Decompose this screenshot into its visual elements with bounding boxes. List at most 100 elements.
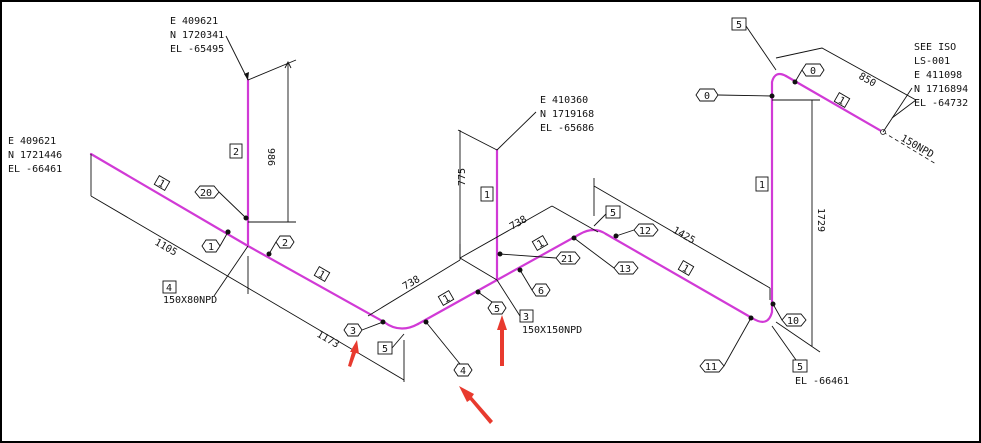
- dim-1173: 1173: [315, 329, 341, 351]
- reducer-label-1: 150X80NPD: [163, 295, 217, 306]
- dim-738-b: 738: [508, 214, 529, 233]
- pipe-mark-7: 1: [480, 186, 494, 202]
- svg-text:N 1720341: N 1720341: [170, 30, 224, 41]
- hex-tag-3: 3: [343, 319, 386, 337]
- pipe-seg-start: [89, 152, 250, 248]
- svg-text:5: 5: [610, 208, 616, 219]
- coord-left: E 409621 N 1721446 EL -66461: [8, 136, 62, 175]
- svg-text:3: 3: [350, 326, 356, 337]
- hex-tag-5: 5: [475, 289, 507, 315]
- svg-text:1: 1: [680, 263, 691, 276]
- pipe-mark-4: 1: [531, 235, 549, 251]
- pipe-mark-5: 1: [677, 260, 695, 276]
- dim-1105: 1105: [153, 237, 179, 259]
- dim-986: 986: [265, 148, 276, 166]
- box-tag-5-c: [731, 17, 747, 31]
- hex-tag-13: 13: [571, 235, 639, 275]
- hex-tag-2: 2: [266, 235, 295, 257]
- hex-tag-6: 6: [517, 267, 551, 297]
- svg-text:1: 1: [316, 269, 327, 282]
- svg-text:1: 1: [441, 293, 452, 306]
- hex-tag-10: 10: [770, 301, 807, 327]
- box-tag-5-d: [792, 359, 808, 373]
- pipe-mark-6: 1: [833, 92, 851, 108]
- svg-text:4: 4: [460, 366, 466, 377]
- svg-text:6: 6: [538, 286, 544, 297]
- coord-top-left: E 409621 N 1720341 EL -65495: [170, 16, 224, 55]
- red-arrow-3: [459, 386, 493, 424]
- hex-tag-21: 21: [497, 251, 581, 265]
- svg-text:E 410360: E 410360: [540, 95, 588, 106]
- svg-text:1: 1: [156, 178, 167, 191]
- svg-text:5: 5: [382, 344, 388, 355]
- hex-tag-4: 4: [423, 319, 473, 377]
- svg-text:2: 2: [233, 147, 239, 158]
- svg-text:E 409621: E 409621: [8, 136, 56, 147]
- coord-mid: E 410360 N 1719168 EL -65686: [540, 95, 594, 134]
- svg-text:1: 1: [208, 242, 214, 253]
- svg-text:SEE ISO: SEE ISO: [914, 42, 956, 53]
- pipe-mark-8: 1: [755, 176, 769, 192]
- pipe-mark-1: 1: [153, 175, 171, 191]
- dimension-lines: [90, 47, 917, 382]
- pipe-mark-2: 1: [313, 266, 331, 282]
- pipe-seg-end: [784, 74, 885, 134]
- svg-text:20: 20: [200, 188, 212, 199]
- box-tag-2: [229, 143, 243, 159]
- svg-text:5: 5: [797, 362, 803, 373]
- svg-text:3: 3: [523, 312, 529, 323]
- dim-850: 850: [857, 71, 878, 90]
- hex-tag-0-left: 0: [695, 88, 775, 102]
- svg-text:N 1719168: N 1719168: [540, 109, 594, 120]
- svg-text:1: 1: [759, 180, 765, 191]
- svg-text:N 1716894: N 1716894: [914, 84, 968, 95]
- svg-text:EL -64732: EL -64732: [914, 98, 968, 109]
- hex-tag-11: 11: [699, 315, 754, 373]
- svg-text:1: 1: [836, 95, 847, 108]
- svg-text:0: 0: [704, 91, 710, 102]
- svg-text:2: 2: [282, 238, 288, 249]
- svg-text:11: 11: [705, 362, 717, 373]
- svg-text:5: 5: [494, 304, 500, 315]
- box-tag-5-b: [605, 205, 621, 219]
- coord-bottom-right-el: EL -66461: [795, 376, 849, 387]
- box-tag-4: [162, 280, 177, 294]
- svg-text:0: 0: [810, 66, 816, 77]
- dim-1729: 1729: [815, 208, 826, 232]
- pipe-seg-down: [246, 244, 420, 330]
- hex-tag-0-top: 0: [792, 63, 825, 85]
- svg-text:N 1721446: N 1721446: [8, 150, 62, 161]
- svg-text:5: 5: [736, 20, 742, 31]
- node-dot: [225, 229, 231, 235]
- red-arrow-1: [348, 340, 359, 367]
- hex-tag-12: 12: [613, 223, 659, 239]
- dim-775: 775: [457, 168, 468, 186]
- svg-text:E 409621: E 409621: [170, 16, 218, 27]
- pipe-mark-3: 1: [437, 290, 455, 306]
- pipe-seg-rise: [416, 228, 608, 326]
- svg-text:EL -65495: EL -65495: [170, 44, 224, 55]
- svg-text:EL -65686: EL -65686: [540, 123, 594, 134]
- coord-right: SEE ISO LS-001 E 411098 N 1716894 EL -64…: [914, 42, 968, 109]
- svg-text:E 411098: E 411098: [914, 70, 962, 81]
- dim-1425: 1425: [671, 225, 697, 247]
- svg-text:10: 10: [787, 316, 799, 327]
- svg-text:1: 1: [484, 190, 490, 201]
- svg-text:13: 13: [619, 264, 631, 275]
- svg-text:12: 12: [639, 226, 651, 237]
- svg-text:EL -66461: EL -66461: [8, 164, 62, 175]
- pipe-seg-riser: [770, 72, 788, 314]
- svg-text:1: 1: [535, 238, 546, 251]
- continuation-line: [882, 131, 937, 165]
- svg-text:LS-001: LS-001: [914, 56, 950, 67]
- svg-text:4: 4: [166, 283, 172, 294]
- svg-text:21: 21: [561, 254, 573, 265]
- hex-tag-20: 20: [194, 185, 249, 221]
- red-arrow-2: [497, 315, 507, 366]
- pipe-seg-fall: [604, 232, 774, 323]
- reducer-label-2: 150X150NPD: [522, 325, 582, 336]
- dim-150npd: 150NPD: [899, 133, 936, 161]
